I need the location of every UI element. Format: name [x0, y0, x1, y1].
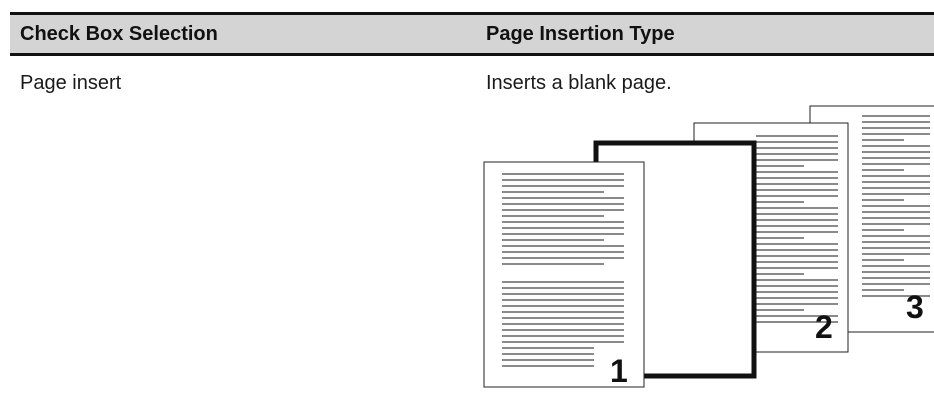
table-row: Page insert Inserts a blank page.	[10, 56, 934, 396]
page-2-text-lines	[756, 135, 838, 323]
settings-table: Check Box Selection Page Insertion Type …	[10, 12, 934, 396]
description-cell: Inserts a blank page.	[486, 72, 672, 94]
table-header-row: Check Box Selection Page Insertion Type	[10, 12, 934, 56]
page-1: 1	[483, 161, 645, 389]
page-3-text-lines	[862, 115, 930, 297]
page-1-text-lines	[502, 173, 624, 367]
page-3-number: 3	[906, 289, 924, 325]
page-2-number: 2	[815, 309, 833, 345]
page-insert-illustration: 3 2 1	[483, 105, 934, 389]
page-1-number: 1	[610, 353, 628, 389]
header-page-insertion-type: Page Insertion Type	[486, 23, 675, 45]
header-check-box-selection: Check Box Selection	[20, 23, 218, 45]
selection-cell: Page insert	[20, 72, 122, 94]
